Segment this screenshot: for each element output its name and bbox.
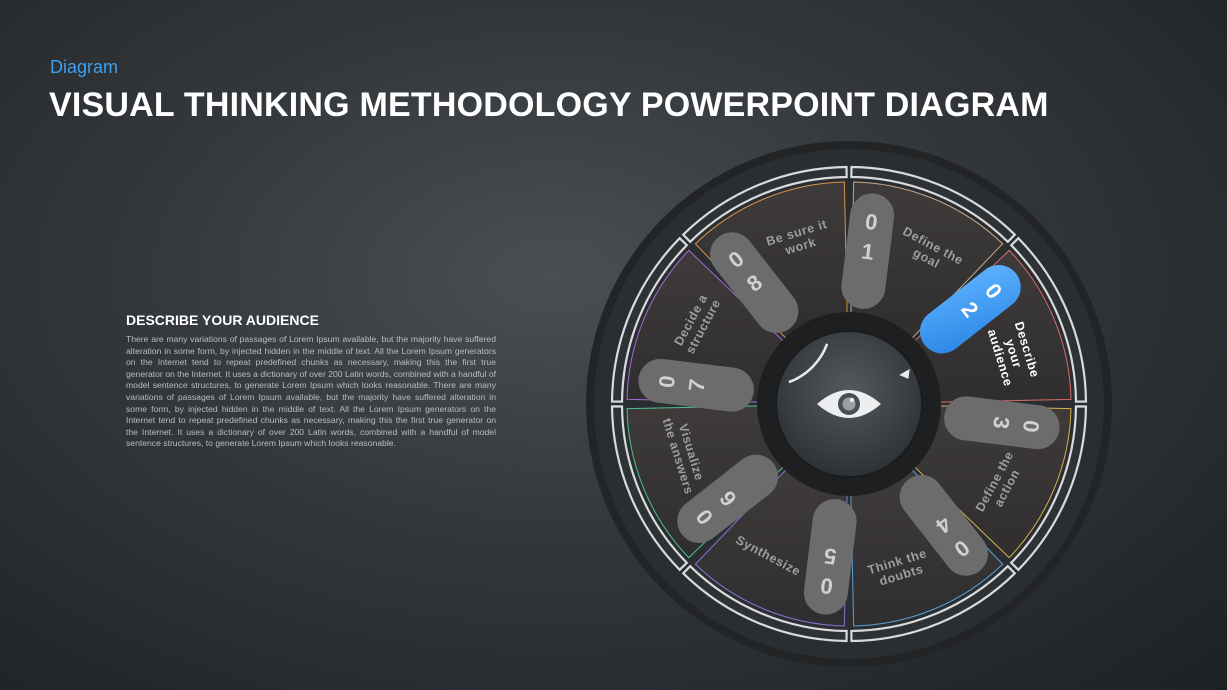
outer-ring-segment [850, 165, 1017, 244]
number-pill-4[interactable]: 04 [891, 466, 997, 584]
outer-ring-segment [850, 564, 1017, 643]
outer-ring-segment [610, 405, 689, 572]
description-body: There are many variations of passages of… [126, 334, 496, 449]
pill-shape [899, 474, 988, 576]
pill-shape [677, 454, 779, 543]
pill-shape [803, 499, 857, 615]
category-label: Diagram [50, 57, 119, 77]
pill-digit: 0 [864, 209, 879, 235]
pill-digit: 7 [683, 378, 709, 393]
pill-digit: 0 [654, 374, 680, 389]
pill-shape [841, 193, 895, 309]
cycle-arrow-head-icon [899, 369, 910, 379]
pill-digit: 0 [819, 573, 834, 599]
outer-ring-segment [1009, 405, 1088, 572]
outer-ring-segment [681, 165, 848, 244]
number-pill-2[interactable]: 02 [911, 256, 1029, 362]
number-pill-8[interactable]: 08 [701, 223, 807, 341]
number-pill-5[interactable]: 05 [801, 497, 859, 617]
pill-digit: 3 [988, 415, 1014, 430]
description-heading: DESCRIBE YOUR AUDIENCE [126, 312, 319, 328]
pill-digit: 0 [1018, 419, 1044, 434]
pill-shape [638, 358, 754, 412]
outer-ring-segment [681, 564, 848, 643]
outer-ring-segment [1009, 236, 1088, 403]
outer-ring [610, 165, 1088, 643]
outer-ring-segment [610, 236, 689, 403]
pill-shape [919, 265, 1021, 354]
pill-shape [944, 396, 1060, 450]
number-pill-6[interactable]: 06 [668, 446, 786, 552]
hub-cycle-arrow [788, 343, 829, 384]
pill-shape [710, 232, 799, 334]
eye-icon [817, 390, 881, 418]
number-pill-1[interactable]: 01 [839, 191, 897, 311]
number-pill-3[interactable]: 03 [942, 394, 1062, 452]
pill-digit: 5 [823, 543, 838, 569]
segments-layer [626, 181, 1072, 627]
slide-title: VISUAL THINKING METHODOLOGY POWERPOINT D… [49, 86, 1049, 124]
pill-digit: 1 [860, 238, 875, 264]
